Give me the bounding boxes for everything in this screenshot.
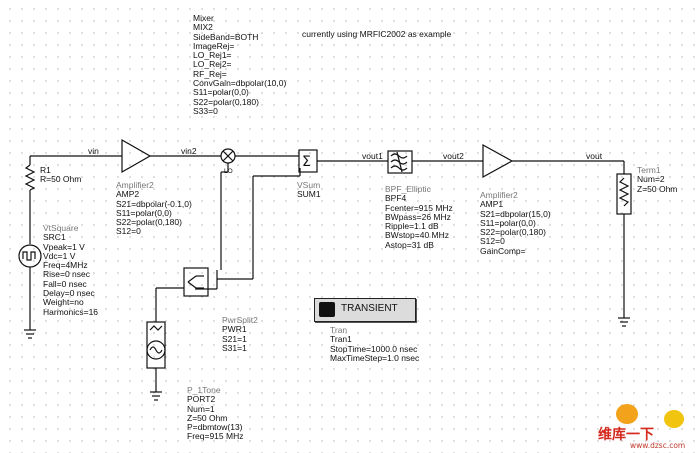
watermark-logo-icon bbox=[616, 404, 638, 424]
example-note: currently using MRFIC2002 as example bbox=[302, 29, 452, 39]
sum-symbol bbox=[298, 149, 318, 173]
transient-controller-block[interactable]: TRANSIENT bbox=[314, 298, 416, 322]
watermark-brand: 维库一下 bbox=[598, 427, 654, 443]
svg-text:Σ: Σ bbox=[302, 154, 311, 170]
wire-label-vout2: vout2 bbox=[443, 151, 464, 161]
bpf-symbol bbox=[387, 150, 413, 174]
resistor-r1 bbox=[24, 164, 36, 191]
pwrsplit-symbol bbox=[183, 267, 209, 297]
watermark-mascot-icon bbox=[664, 410, 684, 428]
transient-label: TRANSIENT bbox=[341, 303, 398, 314]
wire-label-vout: vout bbox=[586, 151, 603, 161]
watermark-url: www.dzsc.com bbox=[630, 441, 686, 450]
mixer-lo-label: LO bbox=[224, 168, 233, 175]
source-src1-symbol bbox=[18, 244, 42, 268]
wire-label-vin: vin bbox=[88, 146, 99, 156]
port2-symbol bbox=[146, 321, 166, 369]
transient-icon bbox=[319, 302, 335, 317]
amp1-symbol bbox=[482, 143, 514, 179]
amp2-symbol bbox=[121, 138, 152, 174]
wire-label-vin2: vin2 bbox=[181, 146, 197, 156]
wire-label-vout1: vout1 bbox=[362, 151, 383, 161]
